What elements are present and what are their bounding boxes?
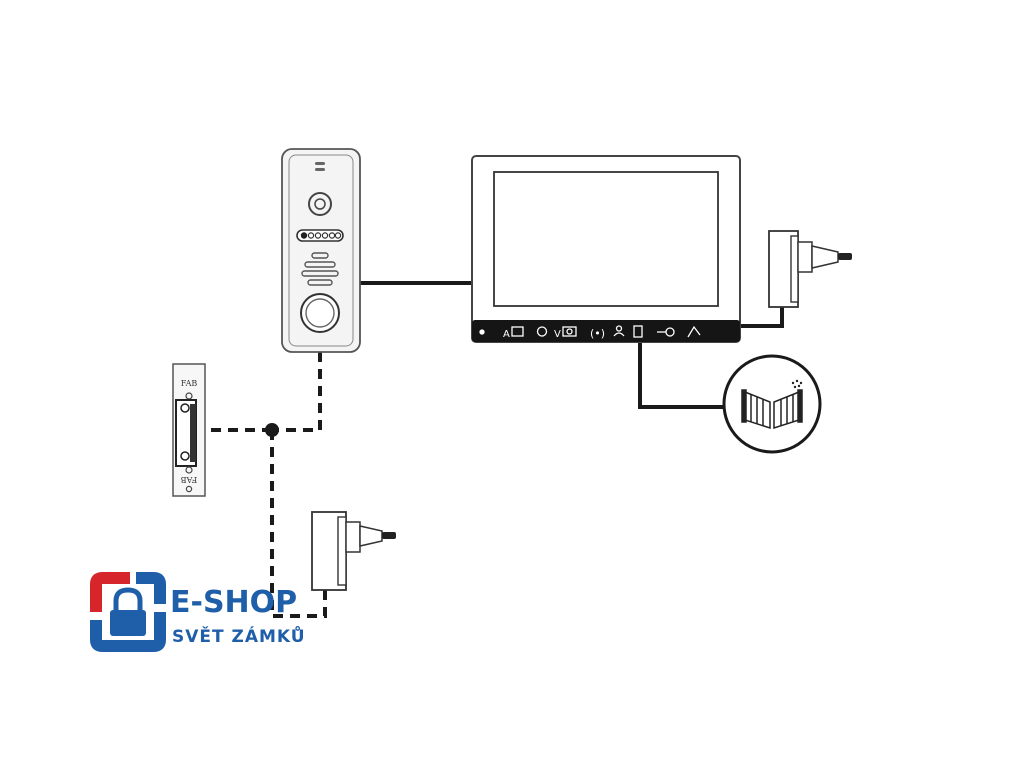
- gate-icon: [687, 325, 701, 338]
- padlock-body: [110, 610, 146, 636]
- adapter-plug-cone: [811, 245, 839, 269]
- lock-label-top: FAB: [181, 379, 198, 388]
- monitor-screen: [493, 171, 719, 307]
- logo-frame-blue-bottom: [90, 612, 166, 652]
- adapter-lock-plug-cone: [359, 525, 383, 547]
- gate-circle: [722, 354, 822, 454]
- electric-lock: FAB FAB: [172, 363, 206, 497]
- ir-led-2: [307, 232, 315, 239]
- cable-monitor-to-adapter: [740, 306, 784, 328]
- logo-frame-blue-top: [136, 572, 166, 604]
- monitor-icon: [511, 326, 524, 337]
- camera-lens-inner: [314, 198, 326, 210]
- door-station-mic: [315, 162, 325, 165]
- ir-led-6: [334, 232, 342, 239]
- logo-line1: E-SHOP: [170, 585, 297, 620]
- solid-cables: [358, 281, 784, 409]
- lock-label-bottom: FAB: [181, 475, 198, 484]
- call-button-outer: [300, 293, 340, 333]
- settings-icon: [536, 326, 548, 337]
- adapter-plug-base: [797, 241, 813, 273]
- dashed-cables: [204, 352, 327, 618]
- junction-dot: [265, 423, 279, 437]
- adapter-lock-prongs: [382, 532, 396, 539]
- door-station-inner: [288, 154, 354, 347]
- door-station-body: [281, 148, 361, 353]
- logo-line2: SVĚT ZÁMKŮ: [172, 624, 306, 647]
- adapter-prongs: [838, 253, 852, 260]
- key-icon: [665, 327, 675, 337]
- call-button-inner: [305, 298, 335, 328]
- talk-icon: (•): [590, 327, 605, 340]
- gate-motor: [722, 354, 822, 454]
- adapter-lock-plug-base: [345, 521, 361, 553]
- logo-frame-red: [90, 572, 130, 612]
- eshop-logo: E-SHOP SVĚT ZÁMKŮ: [90, 572, 306, 652]
- cable-junction-to-adapter: [270, 430, 327, 618]
- lock-pin-bottom: [180, 451, 190, 461]
- user-icon-body: [613, 332, 625, 337]
- adapter-body-front: [790, 235, 799, 303]
- power-led-icon: [479, 329, 485, 335]
- camera-icon-lens: [566, 328, 573, 335]
- power-adapter-lock: [311, 511, 396, 591]
- lock-latch: [190, 404, 196, 462]
- user-icon: [615, 325, 623, 332]
- lock-pin-top: [180, 403, 190, 413]
- button-letter-v: V: [554, 329, 561, 340]
- cable-monitor-to-gate: [638, 342, 724, 409]
- cable-door-to-junction: [272, 352, 322, 432]
- speaker-grille: [301, 252, 339, 286]
- ir-led-5: [328, 232, 336, 239]
- lock-screw-base: [185, 485, 193, 493]
- ir-led-1: [300, 232, 308, 239]
- adapter-lock-body-front: [337, 516, 347, 586]
- monitor: A V (•): [471, 155, 741, 343]
- lock-screw-bottom: [185, 466, 193, 474]
- monitor-button-bar: [472, 320, 740, 342]
- door-station: [281, 148, 361, 353]
- padlock-shackle: [113, 587, 143, 612]
- button-letter-a: A: [503, 329, 510, 340]
- door-station-mic-2: [315, 168, 325, 171]
- ir-led-4: [321, 232, 329, 239]
- power-adapter-monitor: [768, 230, 852, 308]
- camera-icon: [562, 326, 577, 337]
- monitor-buttons: A V (•): [479, 325, 701, 340]
- gate-signal-icon: [791, 379, 803, 389]
- ir-led-3: [314, 232, 322, 239]
- gate-icon: [741, 389, 803, 430]
- door-icon: [633, 325, 643, 338]
- camera-lens-outer: [308, 192, 332, 216]
